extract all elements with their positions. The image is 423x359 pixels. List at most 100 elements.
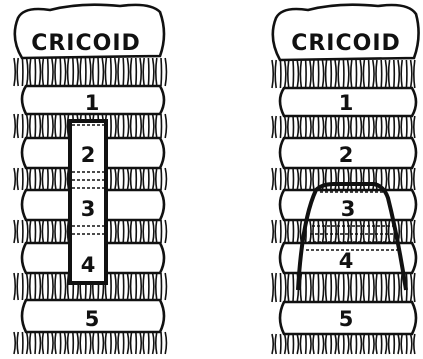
right-membrane-stroke bbox=[406, 116, 407, 138]
left-membrane-stroke bbox=[39, 114, 40, 138]
right-membrane-stroke bbox=[326, 273, 327, 302]
left-membrane-stroke bbox=[153, 168, 154, 190]
left-membrane-stroke bbox=[68, 332, 69, 354]
left-membrane-stroke bbox=[30, 273, 31, 300]
right-membrane-stroke bbox=[376, 116, 377, 138]
right-membrane-stroke bbox=[369, 273, 370, 302]
right-membrane-stroke bbox=[376, 220, 377, 243]
left-membrane-stroke bbox=[153, 332, 154, 354]
left-membrane-stroke bbox=[143, 168, 144, 190]
right-membrane-stroke bbox=[322, 60, 323, 88]
left-membrane-stroke bbox=[93, 58, 94, 86]
left-membrane-stroke bbox=[52, 332, 53, 354]
right-membrane-stroke bbox=[398, 273, 399, 302]
left-membrane-stroke bbox=[156, 168, 157, 190]
left-membrane-stroke bbox=[148, 332, 149, 354]
right-membrane-stroke bbox=[293, 60, 294, 88]
left-membrane-stroke bbox=[161, 168, 162, 190]
left-membrane-stroke bbox=[165, 114, 166, 138]
right-membrane-stroke bbox=[318, 334, 319, 354]
right-membrane-stroke bbox=[275, 60, 276, 88]
right-membrane-stroke bbox=[335, 168, 336, 190]
left-membrane-stroke bbox=[39, 273, 40, 300]
left-membrane-stroke bbox=[143, 273, 144, 300]
right-membrane-stroke bbox=[322, 220, 323, 243]
left-membrane-stroke bbox=[48, 273, 49, 300]
left-membrane-stroke bbox=[127, 273, 128, 300]
left-membrane-stroke bbox=[118, 332, 119, 354]
left-membrane-stroke bbox=[22, 168, 23, 190]
left-membrane-stroke bbox=[143, 114, 144, 138]
left-membrane-stroke bbox=[115, 220, 116, 243]
left-membrane-stroke bbox=[90, 58, 91, 86]
right-membrane-stroke bbox=[411, 60, 412, 88]
right-membrane-stroke bbox=[363, 220, 364, 243]
left-membrane-stroke bbox=[115, 58, 116, 86]
right-membrane-stroke bbox=[369, 116, 370, 138]
right-membrane-stroke bbox=[285, 168, 286, 190]
left-membrane-stroke bbox=[123, 332, 124, 354]
left-membrane-stroke bbox=[35, 273, 36, 300]
left-ring-1-label: 1 bbox=[85, 91, 100, 115]
left-membrane-stroke bbox=[14, 114, 15, 138]
right-membrane-stroke bbox=[335, 273, 336, 302]
right-membrane-stroke bbox=[411, 273, 412, 302]
left-membrane-stroke bbox=[161, 58, 162, 86]
left-membrane-stroke bbox=[42, 168, 43, 190]
right-membrane-stroke bbox=[343, 334, 344, 354]
right-membrane-stroke bbox=[376, 273, 377, 302]
right-membrane-stroke bbox=[288, 273, 289, 302]
left-membrane-stroke bbox=[39, 220, 40, 243]
right-membrane-stroke bbox=[373, 168, 374, 190]
left-membrane-stroke bbox=[35, 332, 36, 354]
left-membrane-stroke bbox=[17, 273, 18, 300]
right-membrane-stroke bbox=[385, 273, 386, 302]
right-membrane-stroke bbox=[343, 220, 344, 243]
right-membrane-stroke bbox=[414, 60, 415, 88]
left-membrane-stroke bbox=[115, 114, 116, 138]
left-membrane-stroke bbox=[90, 332, 91, 354]
right-membrane-stroke bbox=[288, 168, 289, 190]
right-membrane-stroke bbox=[373, 60, 374, 88]
right-membrane-stroke bbox=[338, 334, 339, 354]
right-membrane-stroke bbox=[373, 334, 374, 354]
left-membrane-stroke bbox=[30, 114, 31, 138]
right-membrane-stroke bbox=[300, 334, 301, 354]
left-membrane-stroke bbox=[111, 58, 112, 86]
right-membrane-stroke bbox=[335, 60, 336, 88]
left-ring-4-label: 4 bbox=[81, 253, 96, 277]
right-membrane-stroke bbox=[280, 60, 281, 88]
right-membrane-stroke bbox=[363, 334, 364, 354]
right-membrane-stroke bbox=[356, 116, 357, 138]
right-membrane-stroke bbox=[331, 220, 332, 243]
left-ring-2-label: 2 bbox=[81, 143, 96, 167]
right-membrane-stroke bbox=[313, 220, 314, 243]
right-membrane-stroke bbox=[343, 273, 344, 302]
left-membrane-stroke bbox=[77, 58, 78, 86]
left-membrane-stroke bbox=[64, 220, 65, 243]
right-membrane-stroke bbox=[351, 60, 352, 88]
left-membrane-stroke bbox=[27, 58, 28, 86]
left-membrane-stroke bbox=[27, 332, 28, 354]
left-membrane-stroke bbox=[153, 114, 154, 138]
right-membrane-stroke bbox=[398, 60, 399, 88]
right-membrane-stroke bbox=[338, 220, 339, 243]
right-membrane-stroke bbox=[313, 273, 314, 302]
right-membrane-stroke bbox=[313, 334, 314, 354]
right-membrane-stroke bbox=[310, 168, 311, 190]
left-membrane-stroke bbox=[22, 220, 23, 243]
right-membrane-stroke bbox=[401, 334, 402, 354]
left-membrane-stroke bbox=[140, 168, 141, 190]
left-membrane-stroke bbox=[42, 332, 43, 354]
right-membrane-stroke bbox=[348, 116, 349, 138]
right-membrane-stroke bbox=[300, 60, 301, 88]
left-membrane-stroke bbox=[118, 58, 119, 86]
left-membrane-stroke bbox=[55, 168, 56, 190]
right-membrane-stroke bbox=[401, 116, 402, 138]
left-membrane-stroke bbox=[153, 58, 154, 86]
left-membrane-stroke bbox=[68, 58, 69, 86]
right-membrane-stroke bbox=[381, 60, 382, 88]
right-membrane-stroke bbox=[363, 60, 364, 88]
right-membrane-stroke bbox=[280, 334, 281, 354]
right-membrane-stroke bbox=[293, 273, 294, 302]
